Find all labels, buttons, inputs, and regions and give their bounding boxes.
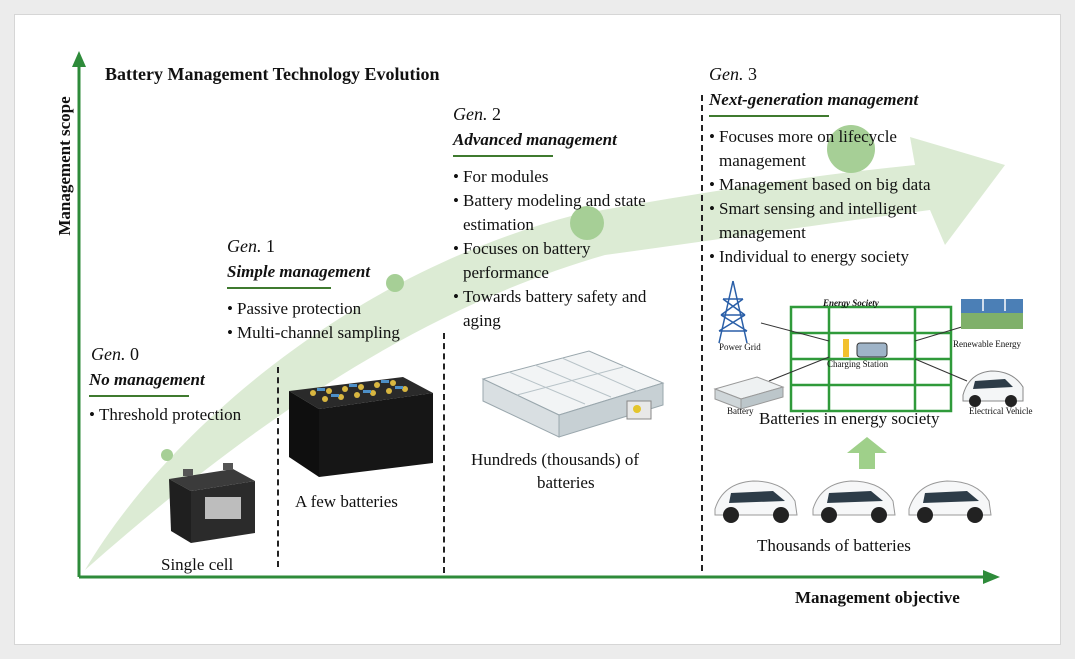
charging-station-icon [843, 339, 888, 358]
gen3-bullet: Individual to energy society [709, 245, 931, 269]
gen3-bullets: Focuses more on lifecycle management Man… [709, 125, 931, 269]
divider-gen1-gen2 [443, 333, 445, 573]
gen2-bullet: Towards battery safety and [453, 285, 646, 309]
y-axis-arrowhead [72, 51, 86, 67]
electric-vehicle-label: Electrical Vehicle [969, 406, 1033, 416]
gen0-bullet: Threshold protection [89, 403, 241, 427]
gen2-bullets: For modules Battery modeling and state e… [453, 165, 646, 333]
gen0-underline [89, 395, 189, 397]
gen0-number: 0 [130, 344, 139, 364]
gen3-bullet: Focuses more on lifecycle [709, 125, 931, 149]
gen1-label: Gen. 1 [227, 235, 275, 257]
gen1-number: 1 [266, 236, 275, 256]
energy-society-diagram [713, 280, 1024, 413]
charging-station-label: Charging Station [827, 359, 889, 369]
cars-image [714, 480, 992, 523]
gen0-label: Gen. 0 [91, 343, 139, 365]
gen2-bullet: Battery modeling and state [453, 189, 646, 213]
car-3 [908, 480, 992, 523]
gen2-bullet: For modules [453, 165, 646, 189]
gen2-name: Advanced management [453, 130, 617, 149]
gen2-bullet: Focuses on battery [453, 237, 646, 261]
gen2-bullet-cont: performance [463, 263, 549, 282]
gen2-underline [453, 155, 553, 157]
car-2 [812, 480, 896, 523]
divider-gen2-gen3 [701, 95, 703, 571]
gen3-number: 3 [748, 64, 757, 84]
power-grid-icon [718, 280, 748, 344]
renewable-energy-label: Renewable Energy [953, 339, 1022, 349]
gen3-bullet: Smart sensing and intelligent [709, 197, 931, 221]
gen2-bullet-cont: aging [463, 311, 501, 330]
gen3-label: Gen. 3 [709, 63, 757, 85]
gen0-name: No management [89, 370, 205, 389]
gen2-label: Gen. 2 [453, 103, 501, 125]
energy-society-title: Energy Society [823, 298, 879, 308]
car-1 [714, 480, 798, 523]
y-axis-label: Management scope [55, 96, 74, 236]
single-cell-battery-image [169, 463, 255, 543]
gen3-name: Next-generation management [709, 90, 919, 109]
bubble-gen0 [161, 449, 173, 461]
gen3-bullet: Management based on big data [709, 173, 931, 197]
battery-module-image [481, 350, 665, 438]
gen1-bullet: Multi-channel sampling [227, 321, 400, 345]
up-arrow [847, 437, 887, 469]
power-grid-label: Power Grid [719, 342, 761, 352]
gen2-number: 2 [492, 104, 501, 124]
electric-vehicle-icon [962, 370, 1024, 407]
bubble-gen1 [386, 274, 404, 292]
battery-label: Battery [727, 406, 754, 416]
energy-society-grid [789, 305, 953, 413]
gen2-bullet-cont: estimation [463, 215, 534, 234]
gen2-scale-line1: Hundreds (thousands) of [471, 450, 640, 469]
gen2-prefix: Gen. [453, 104, 488, 124]
gen3-prefix: Gen. [709, 64, 744, 84]
gen3-underline [709, 115, 829, 117]
gen1-name: Simple management [227, 262, 371, 281]
gen2-scale-line2: batteries [537, 473, 595, 492]
battery-icon [713, 376, 785, 410]
divider-gen0-gen1 [277, 367, 279, 567]
gen1-scale: A few batteries [295, 492, 398, 511]
x-axis-label: Management objective [795, 588, 960, 607]
gen3-bullet-cont: management [719, 151, 806, 170]
gen1-underline [227, 287, 331, 289]
gen1-bullet: Passive protection [227, 297, 400, 321]
society-caption: Batteries in energy society [759, 409, 940, 428]
renewable-energy-icon [961, 291, 1023, 329]
gen3-scale: Thousands of batteries [757, 536, 911, 555]
diagram-title: Battery Management Technology Evolution [105, 64, 440, 84]
axes [72, 51, 1000, 584]
bubble-gen2 [570, 206, 604, 240]
gen3-bullet-cont: management [719, 223, 806, 242]
gen0-bullets: Threshold protection [89, 403, 241, 427]
gen1-bullets: Passive protection Multi-channel samplin… [227, 297, 400, 345]
battery-pack-image [289, 377, 433, 477]
figure-frame: Management scope Management objective Ba… [14, 14, 1061, 645]
x-axis-arrowhead [983, 570, 1000, 584]
gen0-scale: Single cell [161, 555, 234, 574]
gen0-prefix: Gen. [91, 344, 126, 364]
gen1-prefix: Gen. [227, 236, 262, 256]
